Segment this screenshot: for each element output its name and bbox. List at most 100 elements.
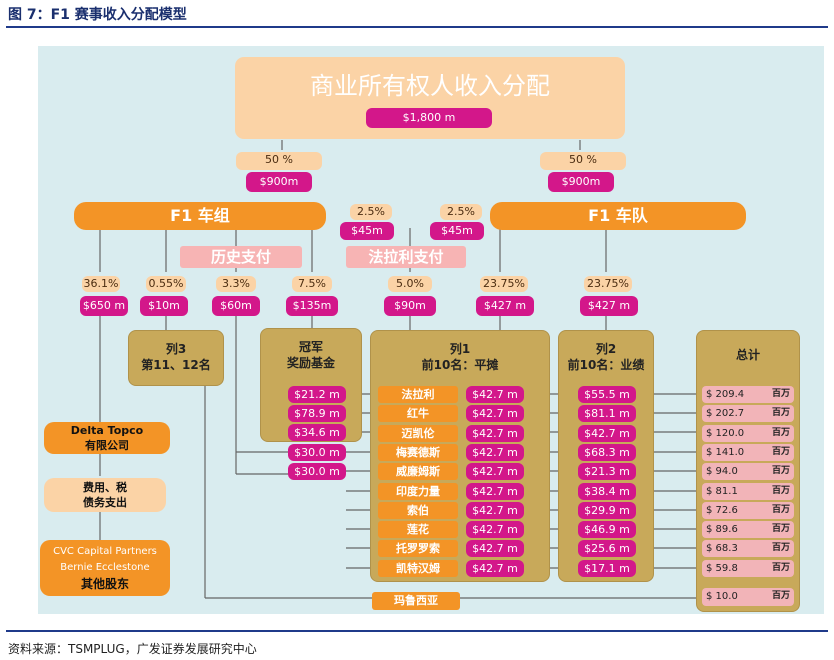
total-value: $ 202.7 bbox=[706, 408, 745, 419]
branch-pct: 3.3% bbox=[216, 276, 256, 292]
unit-label: 百万 bbox=[771, 591, 790, 601]
champion-value: $30.0 m bbox=[288, 444, 346, 461]
cost-line2: 债务支出 bbox=[83, 496, 127, 509]
total-value: $ 10.0 bbox=[706, 591, 738, 602]
col2-value: $68.3 m bbox=[578, 444, 636, 461]
total-amount: $1,800 m bbox=[366, 108, 492, 128]
team-name: 威廉姆斯 bbox=[378, 463, 458, 480]
unit-label: 百万 bbox=[771, 543, 790, 553]
total-value: $ 68.3 bbox=[706, 543, 738, 554]
col3-box: 列3 第11、12名 bbox=[128, 330, 224, 386]
cvc-line3: 其他股东 bbox=[80, 577, 129, 591]
total-value-row: $ 141.0 百万 bbox=[702, 444, 794, 461]
team-name: 印度力量 bbox=[378, 483, 458, 500]
f1-teams-bar: F1 车队 bbox=[490, 202, 746, 230]
col1-subtitle: 前10名：平摊 bbox=[421, 358, 499, 372]
champion-subtitle: 奖励基金 bbox=[286, 356, 335, 370]
unit-label: 百万 bbox=[771, 447, 790, 457]
unit-label: 百万 bbox=[771, 486, 790, 496]
commercial-rights-title: 商业所有权人收入分配 bbox=[310, 72, 550, 100]
branch-pct: 23.75% bbox=[584, 276, 632, 292]
team-name: 法拉利 bbox=[378, 386, 458, 403]
mid-right-amount: $45m bbox=[430, 222, 484, 240]
col2-value: $81.1 m bbox=[578, 405, 636, 422]
col3-subtitle: 第11、12名 bbox=[141, 358, 211, 372]
delta-topco-box: Delta Topco 有限公司 bbox=[44, 422, 170, 454]
branch-amount: $60m bbox=[212, 296, 260, 316]
branch-amount: $135m bbox=[286, 296, 338, 316]
delta-topco-line1: Delta Topco bbox=[70, 424, 144, 437]
team-name: 梅赛德斯 bbox=[378, 444, 458, 461]
unit-label: 百万 bbox=[771, 466, 790, 476]
total-title: 总计 bbox=[735, 348, 760, 362]
team-name: 红牛 bbox=[378, 405, 458, 422]
total-value: $ 94.0 bbox=[706, 466, 738, 477]
f1-group-bar: F1 车组 bbox=[74, 202, 326, 230]
col2-value: $42.7 m bbox=[578, 425, 636, 442]
col2-value: $25.6 m bbox=[578, 540, 636, 557]
team-name: 迈凯伦 bbox=[378, 425, 458, 442]
total-value-row: $ 94.0 百万 bbox=[702, 463, 794, 480]
col2-value: $55.5 m bbox=[578, 386, 636, 403]
unit-label: 百万 bbox=[771, 408, 790, 418]
branch-amount: $90m bbox=[384, 296, 436, 316]
source-note: 资料来源：TSMPLUG，广发证券发展研究中心 bbox=[8, 642, 257, 656]
branch-amount: $10m bbox=[140, 296, 188, 316]
champion-value: $78.9 m bbox=[288, 405, 346, 422]
total-value: $ 141.0 bbox=[706, 447, 745, 458]
col1-value: $42.7 m bbox=[466, 483, 524, 500]
branch-amount: $650 m bbox=[80, 296, 128, 316]
total-value: $ 89.6 bbox=[706, 524, 738, 535]
col1-value: $42.7 m bbox=[466, 540, 524, 557]
cvc-line1: CVC Capital Partners bbox=[53, 546, 157, 557]
branch-pct: 36.1% bbox=[82, 276, 120, 292]
team-name-marussia: 玛鲁西亚 bbox=[372, 592, 460, 610]
split-right-amount: $900m bbox=[548, 172, 614, 192]
col1-value: $42.7 m bbox=[466, 463, 524, 480]
unit-label: 百万 bbox=[771, 563, 790, 573]
col1-value: $42.7 m bbox=[466, 502, 524, 519]
total-value-row: $ 202.7 百万 bbox=[702, 405, 794, 422]
champion-value: $30.0 m bbox=[288, 463, 346, 480]
branch-amount: $427 m bbox=[476, 296, 534, 316]
col1-title: 列1 bbox=[449, 342, 471, 356]
history-payment-label: 历史支付 bbox=[180, 246, 302, 268]
total-value-row: $ 120.0 百万 bbox=[702, 425, 794, 442]
unit-label: 百万 bbox=[771, 389, 790, 399]
total-value-row: $ 89.6 百万 bbox=[702, 521, 794, 538]
total-value-row: $ 68.3 百万 bbox=[702, 540, 794, 557]
champion-value: $21.2 m bbox=[288, 386, 346, 403]
unit-label: 百万 bbox=[771, 524, 790, 534]
mid-left-pct: 2.5% bbox=[350, 204, 392, 220]
mid-left-amount: $45m bbox=[340, 222, 394, 240]
col1-value: $42.7 m bbox=[466, 560, 524, 577]
top-rule bbox=[6, 26, 828, 28]
mid-right-pct: 2.5% bbox=[440, 204, 482, 220]
col2-value: $21.3 m bbox=[578, 463, 636, 480]
bottom-rule bbox=[6, 630, 828, 632]
col2-subtitle: 前10名：业绩 bbox=[567, 358, 645, 372]
col2-value: $17.1 m bbox=[578, 560, 636, 577]
unit-label: 百万 bbox=[771, 428, 790, 438]
branch-pct: 5.0% bbox=[388, 276, 432, 292]
col1-value: $42.7 m bbox=[466, 405, 524, 422]
team-name: 凯特汉姆 bbox=[378, 560, 458, 577]
branch-amount: $427 m bbox=[580, 296, 638, 316]
champion-title: 冠军 bbox=[298, 340, 323, 354]
figure-title: 图 7：F1 赛事收入分配模型 bbox=[8, 7, 187, 23]
split-left-pct: 50 % bbox=[236, 152, 322, 170]
total-value: $ 72.6 bbox=[706, 505, 738, 516]
total-value: $ 81.1 bbox=[706, 486, 738, 497]
delta-topco-line2: 有限公司 bbox=[85, 439, 129, 452]
total-value: $ 120.0 bbox=[706, 428, 745, 439]
col1-value: $42.7 m bbox=[466, 386, 524, 403]
col2-title: 列2 bbox=[595, 342, 617, 356]
split-right-pct: 50 % bbox=[540, 152, 626, 170]
branch-pct: 23.75% bbox=[480, 276, 528, 292]
col3-title: 列3 bbox=[165, 342, 187, 356]
champion-fund-box: 冠军 奖励基金 bbox=[260, 328, 362, 442]
champion-value: $34.6 m bbox=[288, 424, 346, 441]
